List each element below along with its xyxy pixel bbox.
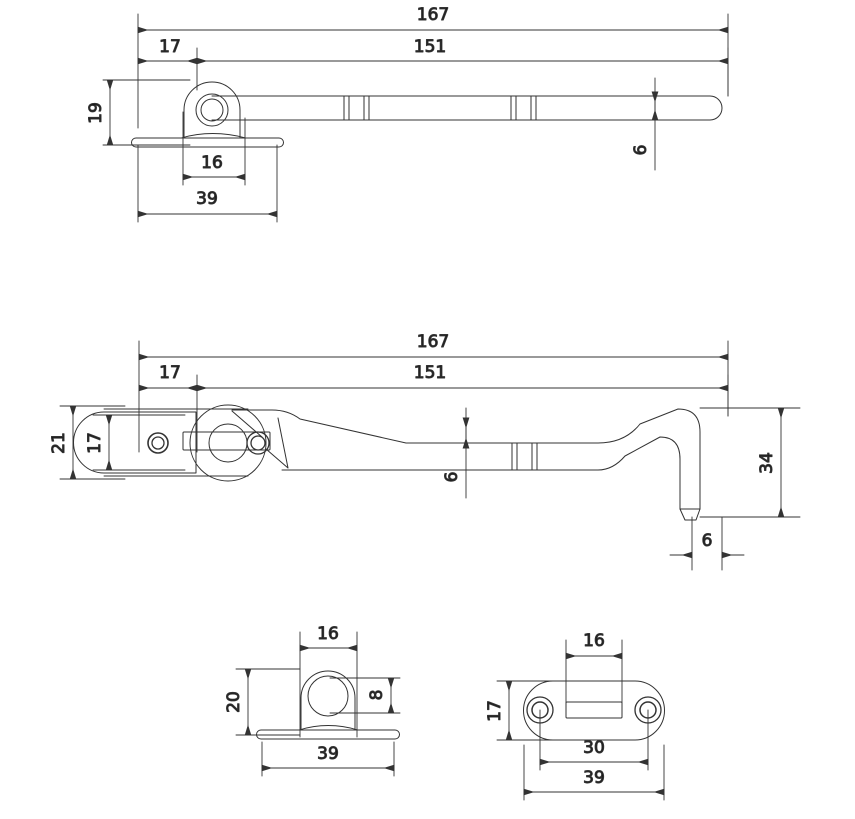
dim-text-151-side: 151 <box>414 363 446 383</box>
dim-text-6b-side: 6 <box>702 531 713 551</box>
side-view-group: 167 151 17 21 17 6 34 6 <box>49 332 801 571</box>
dim-text-151-top: 151 <box>414 37 446 57</box>
base-plate-outline-top <box>131 137 284 148</box>
dim-text-19-top: 19 <box>86 102 106 124</box>
top-view-group: 167 151 17 19 16 39 6 <box>86 5 729 223</box>
dim-text-34-side: 34 <box>757 452 777 474</box>
dim-text-167-top: 167 <box>417 5 449 25</box>
pivot-pin-outer-side <box>246 431 270 455</box>
hook-throat-side <box>231 410 289 469</box>
dim-text-8-bracket-side: 8 <box>367 690 387 701</box>
rod-bend-marks-top <box>343 95 537 121</box>
screw-hole-right-outer <box>634 696 662 724</box>
bracket-plate-dome <box>298 725 359 731</box>
base-plate-dome-top <box>180 133 247 139</box>
bracket-base-plate <box>256 729 400 740</box>
hook-arm-upper-side <box>231 408 701 510</box>
screw-boss-inner-side <box>151 436 165 450</box>
hook-rod-plan <box>211 95 723 121</box>
screw-hole-right-inner <box>639 701 657 719</box>
bracket-lug-body <box>300 670 356 731</box>
dim-text-39-bracket-plan: 39 <box>583 768 605 788</box>
dim-text-39-top: 39 <box>196 189 218 209</box>
dim-text-167-side: 167 <box>417 332 449 352</box>
mount-plate-outline-side <box>73 411 197 474</box>
eye-lug-body-top <box>183 81 241 139</box>
dim-text-21-side: 21 <box>49 432 69 454</box>
bracket-plan-outline <box>523 680 665 741</box>
bracket-center-slot <box>565 701 623 719</box>
dim-text-6a-side: 6 <box>442 472 462 483</box>
screw-boss-outer-side <box>147 432 169 454</box>
screw-hole-left-outer <box>526 696 554 724</box>
dim-text-30-bracket-plan: 30 <box>583 738 605 758</box>
bracket-plan-view-group: 16 17 30 39 <box>485 631 665 801</box>
eye-bore-inner-top <box>200 98 224 122</box>
dim-text-17-bracket-plan: 17 <box>485 700 505 722</box>
arm-bend-marks-side <box>511 442 538 471</box>
screw-hole-left-inner <box>531 701 549 719</box>
dim-text-17h-side: 17 <box>159 363 181 383</box>
dim-text-16-top: 16 <box>201 153 223 173</box>
dim-text-17v-side: 17 <box>85 432 105 454</box>
dim-text-6-top: 6 <box>631 145 651 156</box>
eye-lug-inner-side <box>208 423 248 463</box>
dim-text-17-top: 17 <box>159 37 181 57</box>
hook-tip-side <box>679 508 701 521</box>
dim-text-16-bracket-side: 16 <box>317 624 339 644</box>
eye-lug-circle-side <box>189 404 267 482</box>
dim-text-39-bracket-side: 39 <box>317 744 339 764</box>
dim-text-20-bracket-side: 20 <box>224 691 244 713</box>
pivot-pin-inner-side <box>250 435 266 451</box>
dim-text-16-bracket-plan: 16 <box>583 631 605 651</box>
hook-arm-lower-side <box>281 436 681 510</box>
pivot-slot-side <box>182 431 271 451</box>
bracket-side-view-group: 16 20 8 39 <box>224 624 401 777</box>
eye-bore-outer-top <box>195 93 229 127</box>
bracket-lug-bore <box>307 675 349 717</box>
